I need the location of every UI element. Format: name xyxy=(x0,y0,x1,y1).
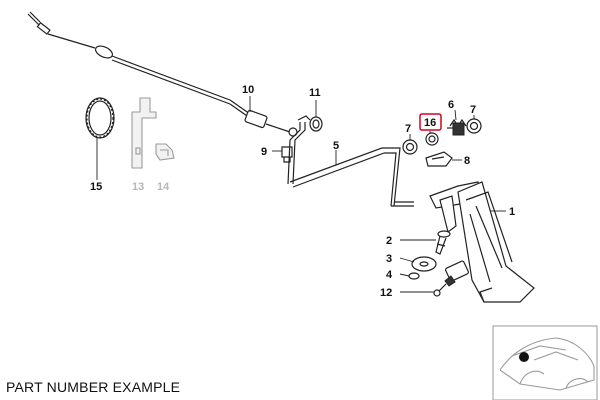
car-thumbnail xyxy=(492,325,598,400)
callout-9: 9 xyxy=(261,146,267,158)
callout-16: 16 xyxy=(424,117,436,129)
bushing-part-7-left xyxy=(402,139,418,155)
washer-part-3 xyxy=(411,256,437,272)
kickdown-switch-part-12 xyxy=(433,260,469,297)
callout-6: 6 xyxy=(448,99,454,111)
bushing-part-7-right xyxy=(466,118,482,134)
callout-5: 5 xyxy=(333,140,339,152)
callout-10: 10 xyxy=(242,84,254,96)
bushing-part-16 xyxy=(425,132,439,146)
nut-part-4 xyxy=(408,272,420,280)
throttle-cable xyxy=(27,11,251,119)
part-number-caption: PART NUMBER EXAMPLE xyxy=(6,379,181,395)
leader-lines xyxy=(96,96,506,293)
location-marker-icon xyxy=(519,352,529,362)
bracket-part-13 xyxy=(131,97,157,169)
callout-4: 4 xyxy=(386,269,393,281)
callout-12: 12 xyxy=(380,287,392,299)
clip-part-8 xyxy=(425,151,453,167)
holder-part-14 xyxy=(155,143,175,161)
callout-11: 11 xyxy=(309,87,321,99)
callout-8: 8 xyxy=(464,155,470,167)
cable-end-fitting xyxy=(244,109,298,137)
pin-part-9 xyxy=(281,146,293,163)
callout-7-right: 7 xyxy=(470,104,476,116)
return-spring-part-6 xyxy=(447,118,467,136)
callout-7-left: 7 xyxy=(405,123,411,135)
callout-14: 14 xyxy=(157,181,170,193)
bushing-part-11 xyxy=(309,116,323,132)
callout-13: 13 xyxy=(132,181,144,193)
callout-1: 1 xyxy=(509,206,515,218)
bolt-part-2 xyxy=(435,230,451,255)
accelerator-rod-part-5 xyxy=(287,115,414,207)
retaining-ring-part-15 xyxy=(85,97,115,139)
highlight-box-16 xyxy=(419,113,442,131)
callout-3: 3 xyxy=(386,253,392,265)
accelerator-pedal-part-1 xyxy=(429,181,535,303)
callout-2: 2 xyxy=(386,235,392,247)
callout-15: 15 xyxy=(90,181,102,193)
